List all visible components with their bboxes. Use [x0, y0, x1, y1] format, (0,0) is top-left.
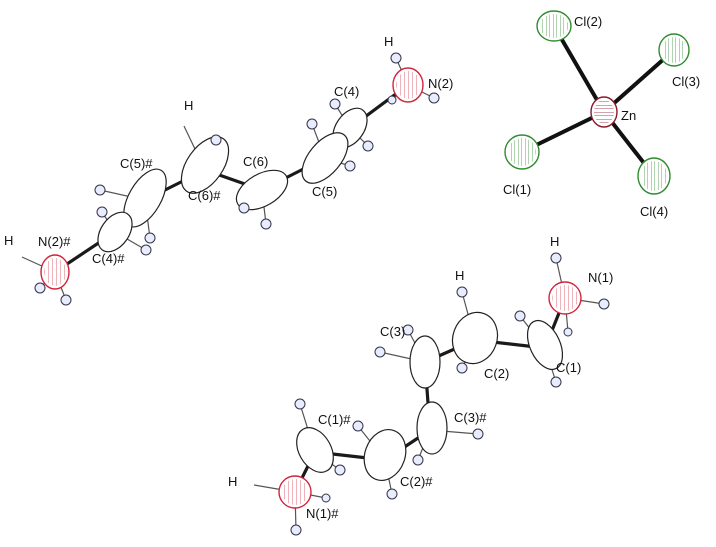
h-atom: [94, 184, 106, 196]
h-atom: [294, 398, 306, 410]
h-atom: [456, 362, 468, 374]
atom-c6s: [180, 136, 230, 194]
label-c2: C(2): [484, 366, 509, 381]
h-atom: [96, 206, 108, 218]
cation-chain-1: H N(1) H C(3) C(2) C(1) C(1)# C(3)# C(2)…: [228, 234, 613, 536]
h-atom: [329, 98, 341, 110]
label-c4s: C(4)#: [92, 251, 125, 266]
h-atom: [334, 464, 346, 476]
atom-c3s: [416, 401, 448, 455]
h-atom: [598, 298, 610, 310]
atom-c3: [409, 335, 441, 389]
h-atom: [321, 493, 331, 503]
atom-c1s: [296, 427, 334, 473]
label-c3s: C(3)#: [454, 410, 487, 425]
zncl4-anion: Cl(2) Cl(3) Zn Cl(1) Cl(4): [503, 10, 700, 219]
h-atom: [387, 95, 397, 105]
label-n1s: N(1)#: [306, 506, 339, 521]
label-h-n2: H: [384, 34, 393, 49]
h-atom: [456, 286, 468, 298]
bond-zn-cl2: [552, 24, 606, 114]
atom-c5: [301, 132, 349, 184]
atom-c6: [235, 169, 289, 211]
h-atom: [514, 310, 526, 322]
h-atom: [290, 524, 302, 536]
h-atom: [374, 346, 386, 358]
atom-c2: [451, 311, 499, 365]
h-atom: [412, 454, 424, 466]
h-atom: [550, 252, 562, 264]
label-h-n1: H: [550, 234, 559, 249]
h-atom: [34, 282, 46, 294]
label-c5s: C(5)#: [120, 156, 153, 171]
cation-chain-2: H N(2) C(4) C(5) C(6) H C(6)# C(5)# C(4)…: [4, 34, 453, 306]
h-atom: [210, 134, 222, 146]
h-atom: [390, 52, 402, 64]
label-cl4: Cl(4): [640, 204, 668, 219]
label-c2s: C(2)#: [400, 474, 433, 489]
h-atom: [362, 140, 374, 152]
label-c5: C(5): [312, 184, 337, 199]
label-cl3: Cl(3): [672, 74, 700, 89]
h-atom: [550, 376, 562, 388]
label-h-mid1: H: [184, 98, 193, 113]
h-atom: [306, 118, 318, 130]
h-atom: [402, 324, 414, 336]
label-h-n2s: H: [4, 233, 13, 248]
h-atom: [144, 232, 156, 244]
h-atom: [344, 160, 356, 172]
h-atom: [60, 294, 72, 306]
label-n2s: N(2)#: [38, 234, 71, 249]
h-atom: [352, 420, 364, 432]
label-n2: N(2): [428, 76, 453, 91]
h-atom: [238, 202, 250, 214]
atom-c4s: [97, 211, 133, 253]
label-c6: C(6): [243, 154, 268, 169]
h-atom: [140, 244, 152, 256]
label-cl2: Cl(2): [574, 14, 602, 29]
h-atom: [428, 92, 440, 104]
label-zn: Zn: [621, 108, 636, 123]
h-atom: [260, 218, 272, 230]
label-c3: C(3): [380, 324, 405, 339]
label-c4: C(4): [334, 84, 359, 99]
label-cl1: Cl(1): [503, 182, 531, 197]
label-c1s: C(1)#: [318, 412, 351, 427]
h-atom: [386, 488, 398, 500]
atom-c1: [526, 319, 564, 371]
label-h-n1s: H: [228, 474, 237, 489]
label-c1: C(1): [556, 360, 581, 375]
label-h-mid2: H: [455, 268, 464, 283]
atom-c2s: [363, 429, 407, 481]
label-n1: N(1): [588, 270, 613, 285]
h-atom: [472, 428, 484, 440]
label-c6s: C(6)#: [188, 188, 221, 203]
h-atom: [563, 327, 573, 337]
